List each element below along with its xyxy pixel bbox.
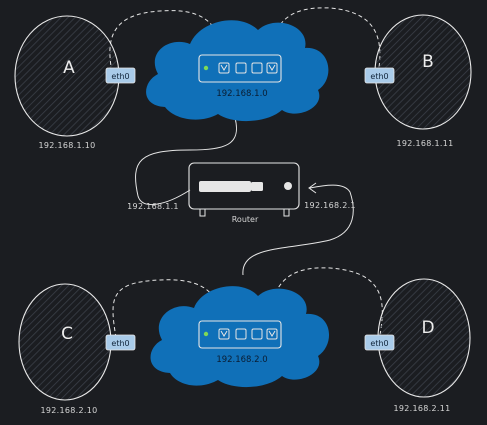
switch-1-port-2 [235, 62, 247, 74]
router-arrowhead [308, 182, 317, 194]
host-d[interactable]: D [377, 278, 471, 398]
link-c-switch2 [112, 279, 223, 339]
switch-1-body [198, 54, 282, 83]
host-d-name: D [421, 318, 434, 338]
network-cloud-1[interactable] [146, 20, 329, 122]
iface-c[interactable]: eth0 [105, 334, 136, 351]
router-foot-right [283, 208, 290, 217]
iface-c-label: eth0 [111, 339, 129, 348]
network-1-address: 192.168.1.0 [216, 89, 267, 99]
switch-1-port-plug-1 [220, 64, 228, 71]
switch-1-port-3 [251, 62, 263, 74]
ip-host-c: 192.168.2.10 [40, 406, 97, 415]
router-display-bar [199, 181, 251, 192]
host-a-name: A [63, 58, 75, 78]
iface-d-label: eth0 [370, 339, 388, 348]
iface-d[interactable]: eth0 [364, 334, 395, 351]
iface-b-label: eth0 [370, 72, 388, 81]
switch-2-port-2 [235, 328, 247, 340]
router-body [188, 162, 300, 210]
switch-2-port-plug-1 [220, 330, 228, 337]
ip-host-d: 192.168.2.11 [393, 404, 450, 413]
ip-router-right: 192.168.2.1 [304, 201, 356, 210]
switch-1[interactable]: 192.168.1.0 [198, 54, 282, 99]
link-net1-router [135, 117, 237, 206]
ip-router-left: 192.168.1.1 [127, 202, 179, 211]
router-label: Router [232, 215, 259, 224]
switch-2-led [203, 331, 209, 337]
router-foot-left [199, 208, 206, 217]
host-c[interactable]: C [18, 283, 112, 401]
link-a-switch1 [109, 10, 225, 73]
iface-a[interactable]: eth0 [105, 67, 136, 84]
ip-host-a: 192.168.1.10 [38, 141, 95, 150]
iface-a-label: eth0 [111, 72, 129, 81]
router[interactable]: Router [188, 162, 300, 224]
ip-host-b: 192.168.1.11 [396, 139, 453, 148]
iface-b[interactable]: eth0 [364, 67, 395, 84]
router-power-led [284, 182, 292, 190]
router-links [135, 117, 354, 276]
network-cloud-2[interactable] [150, 286, 330, 388]
cloud-2-shape [150, 286, 330, 388]
switch-2-port-3 [251, 328, 263, 340]
cloud-1-shape [146, 20, 329, 122]
link-b-switch1 [269, 7, 381, 75]
switch-2-port-plug-4 [268, 330, 276, 337]
switch-2-body [198, 320, 282, 349]
router-display-block [251, 182, 263, 191]
network-2-address: 192.168.2.0 [216, 355, 267, 365]
switch-2-port-1 [218, 328, 230, 340]
host-b-name: B [422, 52, 434, 72]
switch-2[interactable]: 192.168.2.0 [198, 320, 282, 365]
switch-1-led [203, 65, 209, 71]
switch-2-port-4 [266, 328, 278, 340]
switch-1-port-plug-4 [268, 64, 276, 71]
host-a[interactable]: A [14, 15, 120, 137]
link-net2-router [242, 184, 354, 276]
switch-1-port-1 [218, 62, 230, 74]
host-c-name: C [61, 324, 73, 344]
switch-1-port-4 [266, 62, 278, 74]
